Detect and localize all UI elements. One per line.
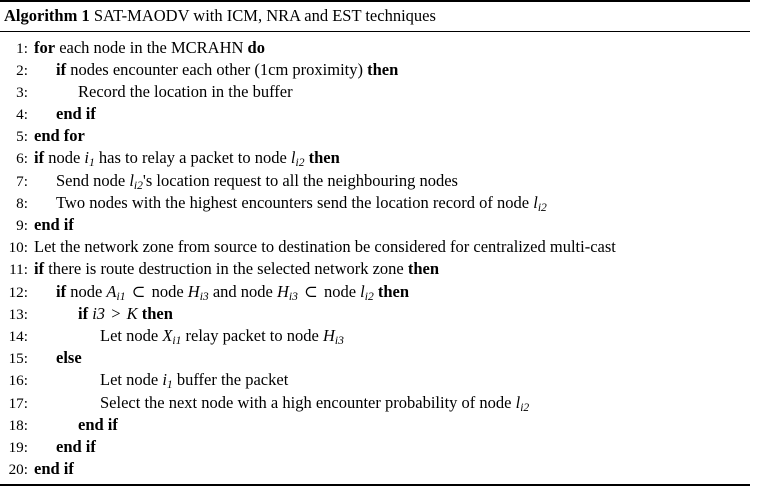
line-content: if node Ai1 ⊂ node Hi3 and node Hi3 ⊂ no…: [56, 281, 410, 303]
line-content: end if: [56, 436, 96, 456]
line-number: 13:: [8, 305, 28, 323]
line-content: if nodes encounter each other (1cm proxi…: [56, 59, 399, 79]
line-content: for each node in the MCRAHN do: [34, 37, 265, 57]
algorithm-line: 5: end for: [0, 125, 750, 147]
algorithm-line: 1: for each node in the MCRAHN do: [0, 37, 750, 59]
line-content: Let the network zone from source to dest…: [34, 237, 616, 257]
line-content: Let node i1 buffer the packet: [100, 370, 289, 392]
algorithm-line: 20: end if: [0, 458, 750, 480]
line-content: if there is route destruction in the sel…: [34, 259, 440, 279]
line-content: end if: [78, 414, 118, 434]
line-number: 5:: [16, 128, 28, 146]
line-number: 8:: [16, 194, 28, 212]
line-content: if i3 > K then: [78, 303, 173, 323]
algorithm-title: Algorithm 1 SAT-MAODV with ICM, NRA and …: [0, 2, 750, 31]
line-content: Let node Xi1 relay packet to node Hi3: [100, 325, 344, 347]
algorithm-line: 13: if i3 > K then: [0, 303, 750, 325]
algorithm-line: 8: Two nodes with the highest encounters…: [0, 192, 750, 214]
algorithm-line: 18: end if: [0, 414, 750, 436]
line-number: 16:: [8, 372, 28, 390]
line-number: 15:: [8, 350, 28, 368]
line-number: 2:: [16, 61, 28, 79]
algorithm-line: 17: Select the next node with a high enc…: [0, 392, 750, 414]
algorithm-line: 16: Let node i1 buffer the packet: [0, 369, 750, 391]
algorithm-steps: 1: for each node in the MCRAHN do 2: if …: [0, 32, 750, 485]
line-content: Record the location in the buffer: [78, 81, 293, 101]
line-number: 9:: [16, 217, 28, 234]
algorithm-caption: SAT-MAODV with ICM, NRA and EST techniqu…: [93, 6, 436, 25]
algorithm-line: 6: if node i1 has to relay a packet to n…: [0, 147, 750, 169]
line-content: end if: [56, 104, 96, 124]
line-number: 19:: [8, 438, 28, 456]
algorithm-line: 9: end if: [0, 214, 750, 236]
algorithm-line: 15: else: [0, 347, 750, 369]
algorithm-line: 7: Send node li2's location request to a…: [0, 170, 750, 192]
algorithm-line: 10: Let the network zone from source to …: [0, 236, 750, 258]
algorithm-line: 14: Let node Xi1 relay packet to node Hi…: [0, 325, 750, 347]
line-content: end if: [34, 459, 74, 479]
algorithm-line: 4: end if: [0, 103, 750, 125]
line-content: Send node li2's location request to all …: [56, 170, 458, 192]
line-content: else: [56, 348, 82, 368]
algorithm-label: Algorithm 1: [4, 6, 90, 25]
line-content: end if: [34, 215, 74, 234]
line-number: 7:: [16, 172, 28, 190]
algorithm-line: 12: if node Ai1 ⊂ node Hi3 and node Hi3 …: [0, 281, 750, 303]
line-number: 1:: [16, 39, 28, 57]
title-separator-rule: [0, 30, 750, 32]
line-number: 6:: [16, 150, 28, 168]
line-number: 12:: [8, 283, 28, 301]
line-number: 10:: [8, 239, 28, 257]
line-number: 20:: [8, 461, 28, 479]
line-number: 17:: [8, 394, 28, 412]
line-number: 3:: [16, 83, 28, 101]
algorithm-line: 2: if nodes encounter each other (1cm pr…: [0, 59, 750, 81]
line-number: 4:: [16, 106, 28, 124]
algorithm-line: 19: end if: [0, 436, 750, 458]
algorithm-line: 11: if there is route destruction in the…: [0, 258, 750, 280]
line-number: 18:: [8, 416, 28, 434]
algorithm-line: 3: Record the location in the buffer: [0, 81, 750, 103]
line-content: Select the next node with a high encount…: [100, 392, 530, 414]
line-number: 11:: [9, 261, 28, 279]
line-content: Two nodes with the highest encounters se…: [56, 192, 547, 214]
line-content: end for: [34, 126, 85, 146]
line-content: if node i1 has to relay a packet to node…: [34, 148, 340, 170]
line-number: 14:: [8, 327, 28, 345]
top-rule: [0, 0, 750, 2]
